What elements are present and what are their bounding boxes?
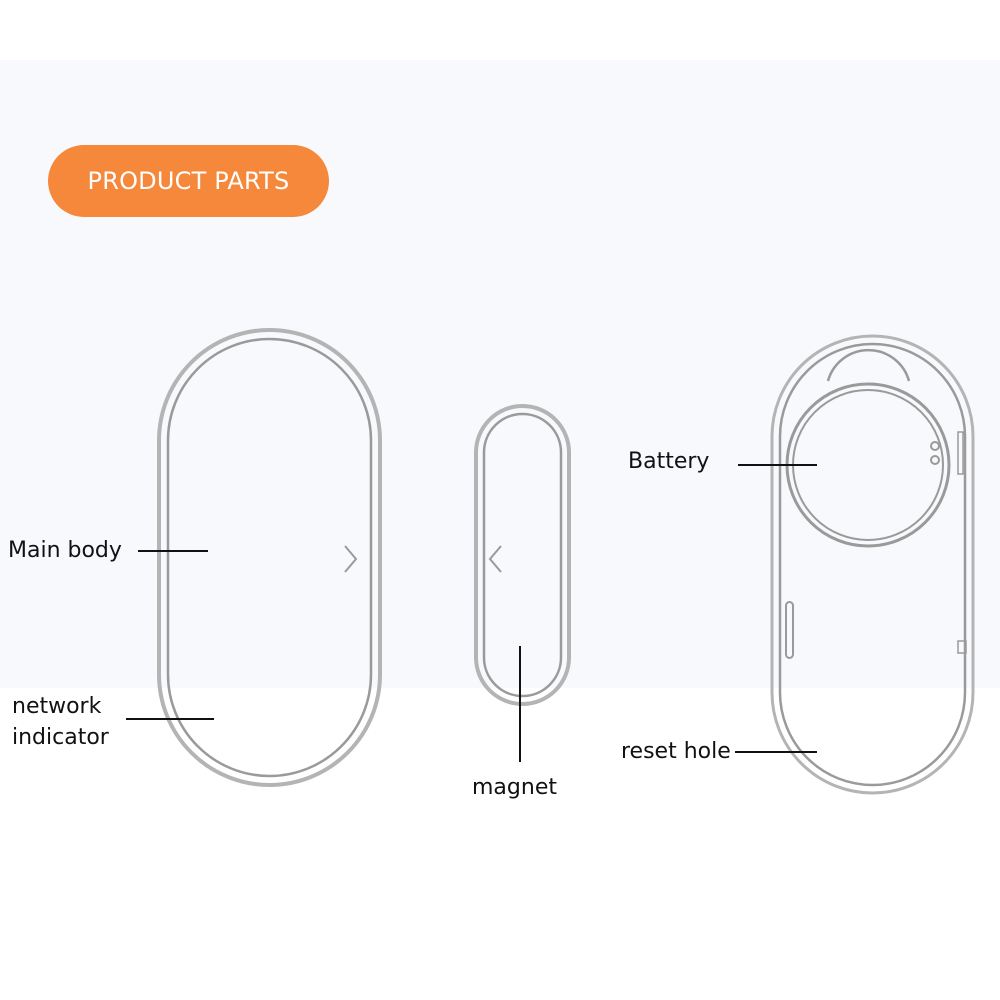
reset-hole-label: reset hole [621,739,731,764]
battery-tab [826,348,911,382]
chevron-right-icon [344,545,358,573]
battery-label: Battery [628,449,710,474]
sensor-back-outline [770,334,975,795]
network-indicator-label-line1: network [12,694,102,719]
magnet-label: magnet [472,775,557,800]
magnet-outline [474,404,571,706]
section-title: PRODUCT PARTS [87,167,290,195]
side-slot [957,431,964,475]
network-indicator-label-line2: indicator [12,725,109,750]
contact-dot [930,441,940,451]
section-header-pill: PRODUCT PARTS [48,145,329,217]
chevron-left-icon [488,545,502,573]
reset-hole-slot [785,601,794,659]
battery-compartment [785,348,964,548]
side-notch [957,640,967,654]
main-sensor-outline [157,328,382,787]
contact-dot [930,455,940,465]
main-body-label: Main body [8,538,122,563]
